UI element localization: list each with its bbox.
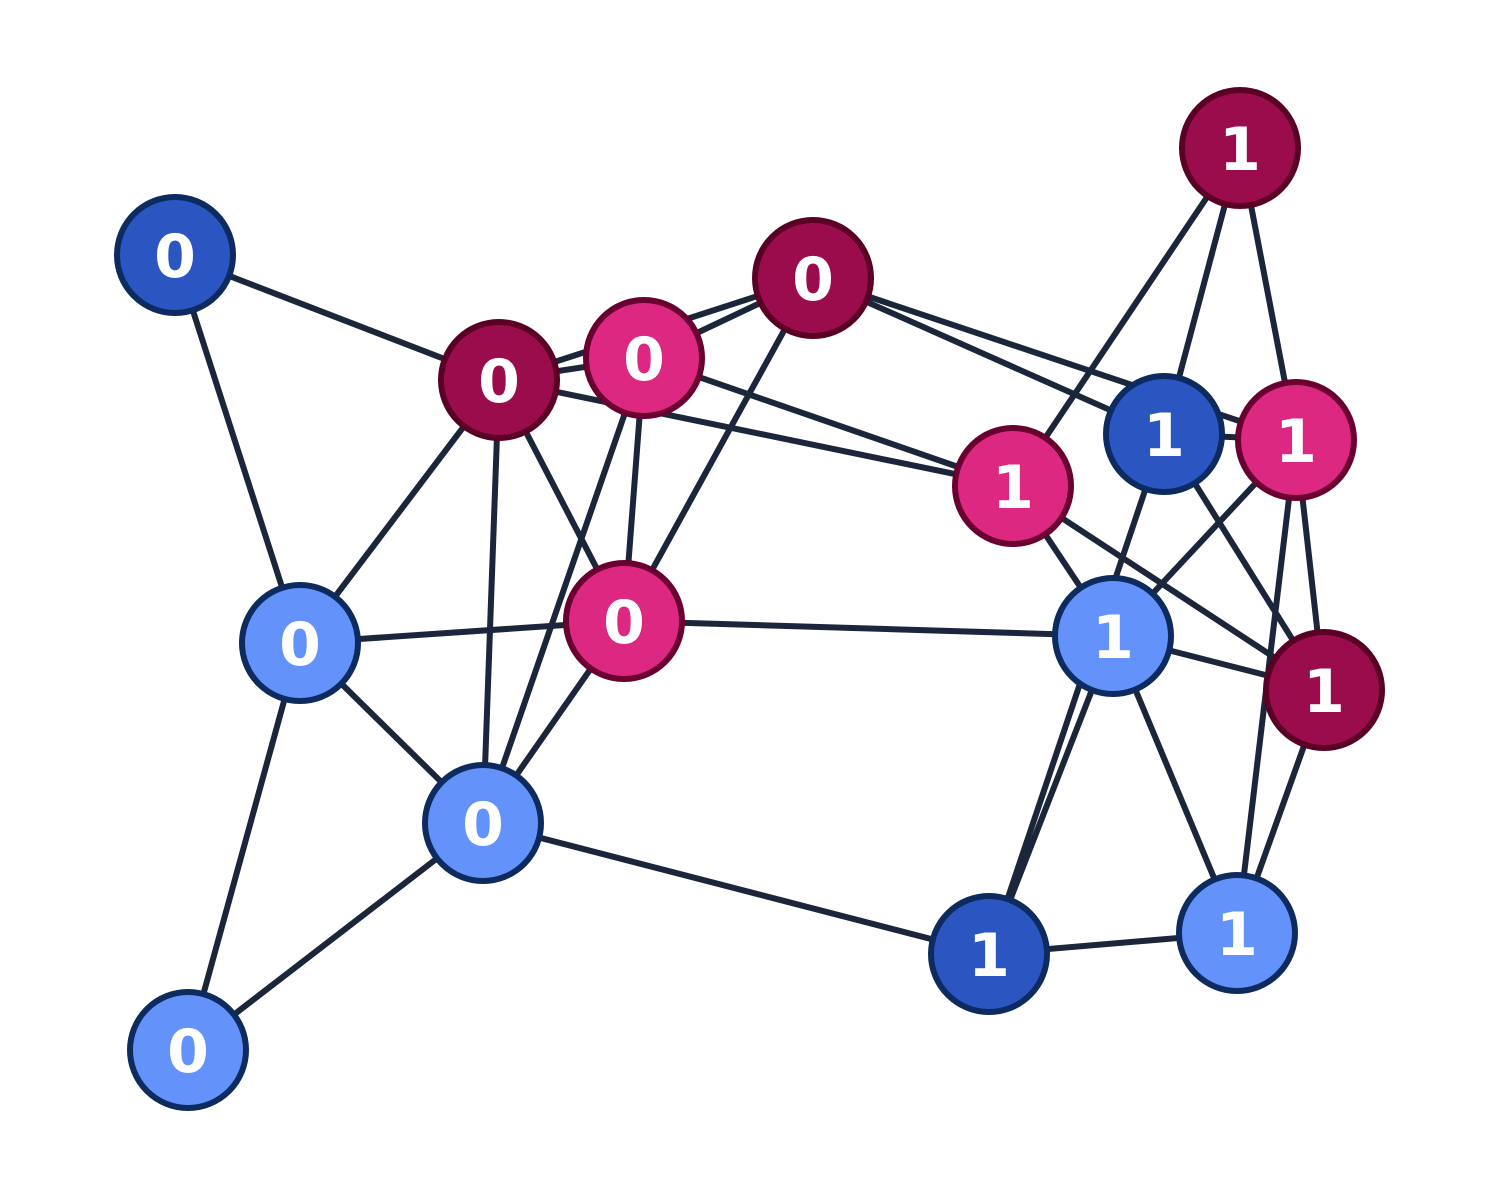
node-label: 0 <box>279 610 321 680</box>
graph-node-n11: 1 <box>1235 379 1357 501</box>
edge-n4-n11 <box>810 275 1299 443</box>
graph-node-n12: 1 <box>952 425 1074 547</box>
graph-node-n8: 0 <box>127 989 249 1111</box>
graph-node-n7: 0 <box>422 762 544 884</box>
node-circle <box>239 582 361 704</box>
node-label: 0 <box>478 347 520 417</box>
edge-n7-n8 <box>185 820 486 1053</box>
graph-node-n15: 1 <box>928 893 1050 1015</box>
node-circle <box>1103 373 1225 495</box>
graph-node-n2: 0 <box>438 319 560 441</box>
node-label: 1 <box>992 453 1034 523</box>
node-label: 0 <box>154 222 196 292</box>
graph-node-n10: 1 <box>1103 373 1225 495</box>
node-circle <box>1263 629 1385 751</box>
node-circle <box>928 893 1050 1015</box>
node-circle <box>422 762 544 884</box>
graph-node-n4: 0 <box>752 217 874 339</box>
node-label: 0 <box>603 588 645 658</box>
node-label: 1 <box>1275 407 1317 477</box>
edge-n12-n14 <box>1010 483 1327 693</box>
edge-n6-n13 <box>621 618 1116 639</box>
node-circle <box>752 217 874 339</box>
edge-n10-n15 <box>986 431 1167 957</box>
graph-node-n5: 0 <box>239 582 361 704</box>
edge-n9-n12 <box>1010 145 1243 489</box>
node-label: 1 <box>1092 603 1134 673</box>
edge-n3-n12 <box>641 355 1016 489</box>
node-circle <box>127 989 249 1111</box>
node-label: 1 <box>1143 401 1185 471</box>
edge-n3-n7 <box>480 355 647 826</box>
edge-n4-n6 <box>621 275 816 624</box>
graph-node-n13: 1 <box>1052 575 1174 697</box>
graph-node-n1: 0 <box>114 194 236 316</box>
graph-node-n6: 0 <box>563 560 685 682</box>
node-circle <box>1235 379 1357 501</box>
graph-node-n9: 1 <box>1179 87 1301 209</box>
node-circle <box>1176 872 1298 994</box>
node-label: 1 <box>968 921 1010 991</box>
node-circle <box>1179 87 1301 209</box>
nodes-layer: 0 0 0 0 0 0 0 0 1 1 1 1 1 1 1 1 <box>114 87 1385 1111</box>
edge-n5-n8 <box>185 640 303 1053</box>
node-label: 0 <box>792 245 834 315</box>
node-circle <box>563 560 685 682</box>
node-circle <box>583 297 705 419</box>
graph-node-n16: 1 <box>1176 872 1298 994</box>
node-label: 0 <box>462 790 504 860</box>
node-label: 1 <box>1219 115 1261 185</box>
node-label: 0 <box>623 325 665 395</box>
node-label: 1 <box>1303 657 1345 727</box>
node-circle <box>1052 575 1174 697</box>
edge-n2-n7 <box>480 377 502 826</box>
edge-n1-n5 <box>172 252 303 646</box>
edge-n4-n10 <box>810 275 1167 437</box>
edge-n7-n15 <box>480 820 992 957</box>
node-circle <box>952 425 1074 547</box>
graph-node-n14: 1 <box>1263 629 1385 751</box>
node-circle <box>114 194 236 316</box>
edge-n2-n12 <box>496 377 1016 489</box>
graph-node-n3: 0 <box>583 297 705 419</box>
node-label: 1 <box>1216 900 1258 970</box>
node-label: 0 <box>167 1017 209 1087</box>
node-circle <box>438 319 560 441</box>
